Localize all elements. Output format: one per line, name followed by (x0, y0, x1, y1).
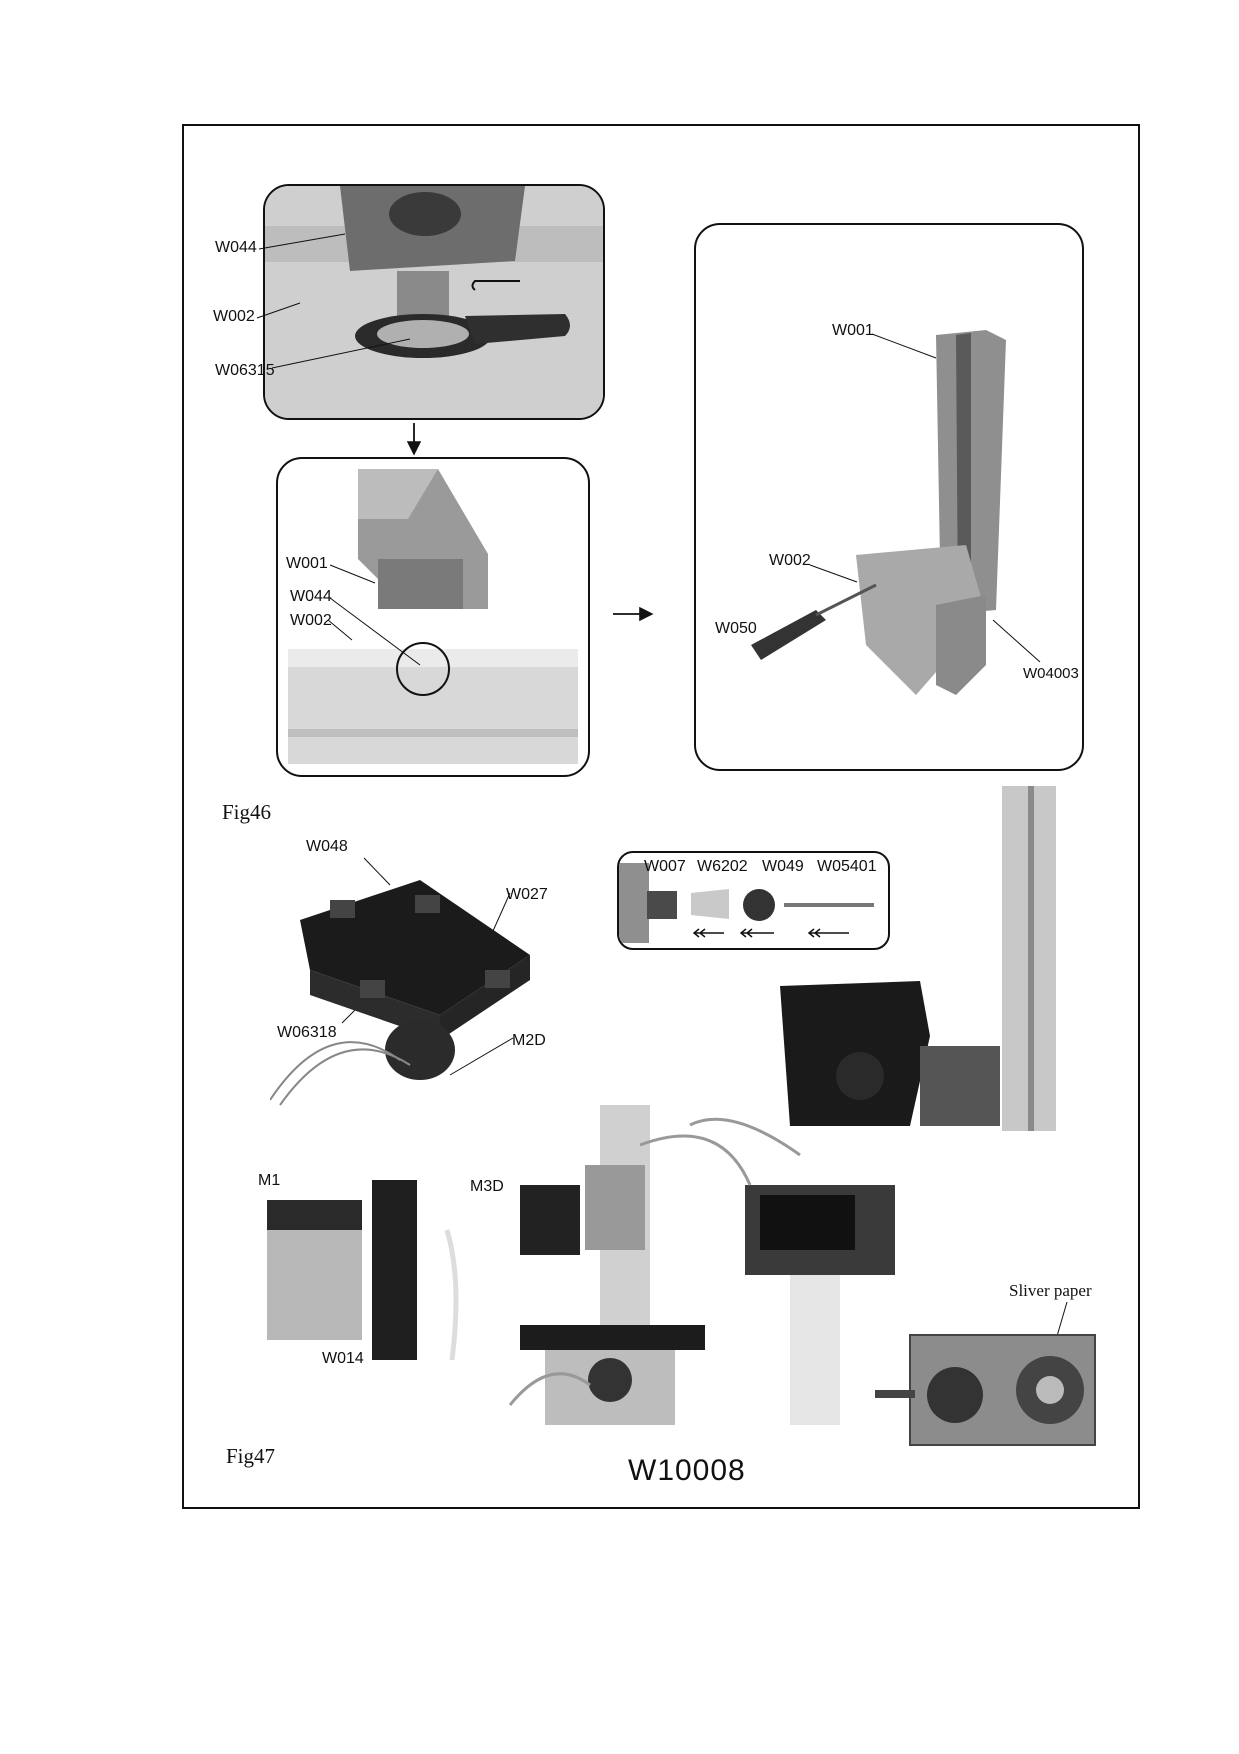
figure-46-caption: Fig46 (222, 800, 272, 824)
label-m1: M1 (258, 1172, 281, 1189)
label-w06315: W06315 (215, 362, 275, 379)
label-w05401: W05401 (817, 858, 877, 875)
collet-detail-illustration (619, 863, 874, 943)
label-sliver-paper: Sliver paper (1009, 1281, 1092, 1300)
label-w044-mount: W044 (290, 588, 332, 605)
belt-housing-photo (870, 1330, 1100, 1450)
label-w014: W014 (322, 1350, 364, 1367)
screw-detail-illustration (265, 186, 603, 418)
screw-detail-photo (263, 184, 605, 420)
label-w001-mount: W001 (286, 555, 328, 572)
column-mount-illustration (288, 469, 578, 764)
label-w04003: W04003 (1023, 665, 1079, 682)
label-m2d: M2D (512, 1032, 546, 1049)
label-w048: W048 (306, 838, 348, 855)
label-w027: W027 (506, 886, 548, 903)
assembled-column-illustration (751, 330, 1006, 695)
label-w001-assembled: W001 (832, 322, 874, 339)
assembled-column-photo (694, 223, 1084, 771)
motor-assembly-illustration (267, 1180, 459, 1361)
complete-machine-illustration (508, 1105, 895, 1425)
label-w002-assembled: W002 (769, 552, 811, 569)
collet-detail-photo (617, 851, 890, 950)
label-w050: W050 (715, 620, 757, 637)
label-w044-zoom: W044 (215, 239, 257, 256)
label-w002-mount: W002 (290, 612, 332, 629)
column-headstock-illustration (780, 786, 1056, 1131)
figure-47-caption: Fig47 (226, 1444, 276, 1468)
complete-machine-photo (490, 1105, 900, 1435)
column-headstock-photo (770, 786, 1070, 1131)
column-mount-photo (276, 457, 590, 777)
label-w049: W049 (762, 858, 804, 875)
label-m3d: M3D (470, 1178, 504, 1195)
label-w007: W007 (644, 858, 686, 875)
label-w06318: W06318 (277, 1024, 337, 1041)
motor-assembly-photo (262, 1180, 472, 1370)
label-w002-zoom: W002 (213, 308, 255, 325)
model-number: W10008 (628, 1454, 746, 1487)
table-assembly-illustration (270, 880, 530, 1106)
label-w6202: W6202 (697, 858, 748, 875)
page-frame (182, 124, 1140, 1509)
belt-housing-illustration (875, 1334, 1096, 1446)
table-assembly-photo (270, 860, 540, 1110)
